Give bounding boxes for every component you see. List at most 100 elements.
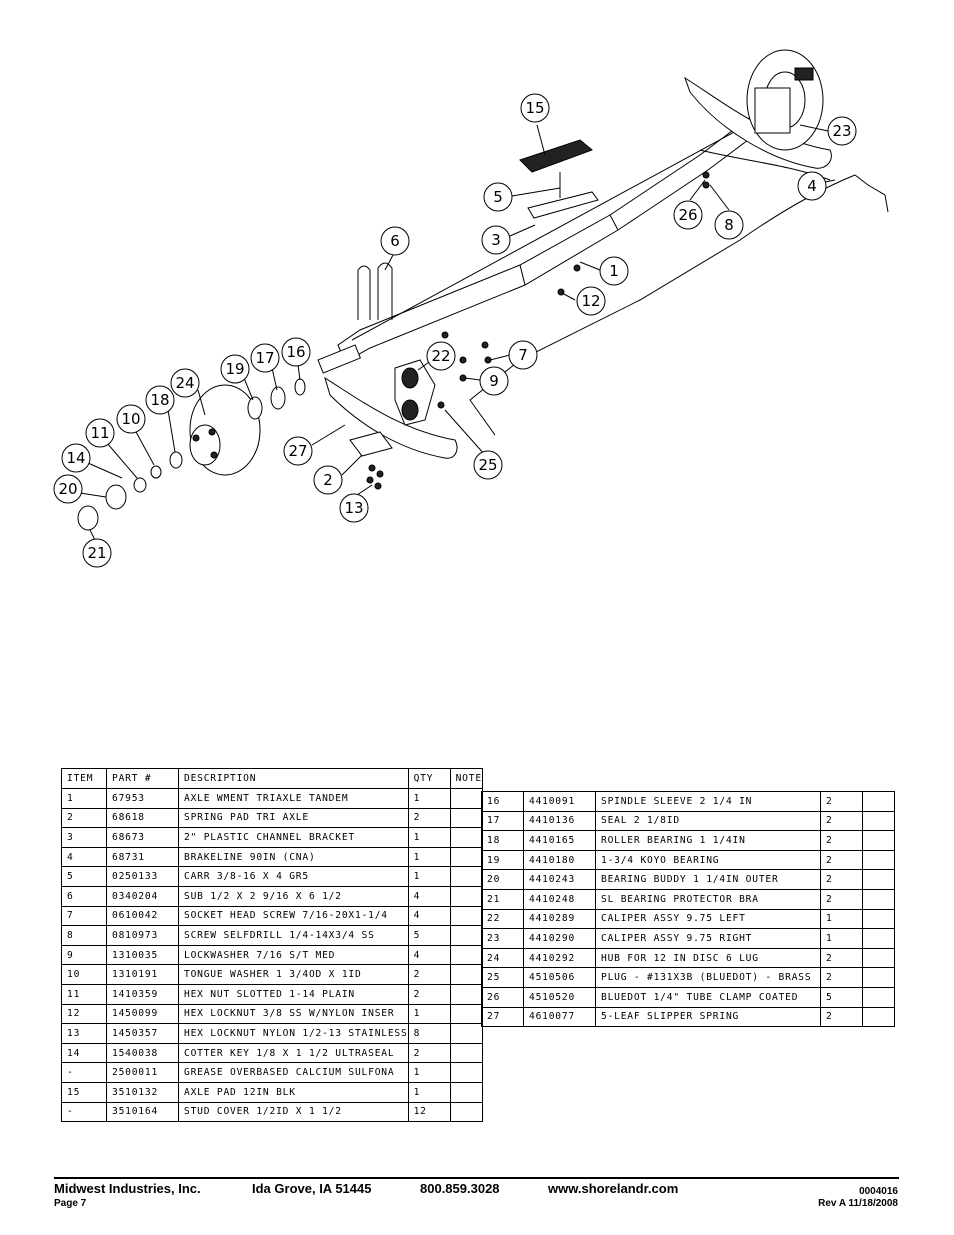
seal-17	[270, 386, 286, 410]
cell-qty: 5	[820, 986, 863, 1008]
callout-11: 11	[85, 418, 115, 448]
callout-14: 14	[61, 443, 91, 473]
svg-text:27: 27	[288, 442, 307, 460]
cell-item: 18	[481, 830, 524, 851]
cell-note	[862, 947, 895, 969]
svg-text:19: 19	[225, 360, 244, 378]
callout-2: 2	[313, 465, 343, 495]
svg-text:9: 9	[489, 372, 499, 390]
small-hardware	[366, 171, 710, 490]
svg-text:3: 3	[491, 231, 501, 249]
cell-note	[449, 944, 483, 966]
u-bolts	[357, 262, 393, 320]
cell-part-number: 1310035	[106, 944, 179, 966]
cell-description: SEAL 2 1/8ID	[595, 810, 821, 832]
cell-qty: 2	[820, 830, 863, 851]
svg-text:18: 18	[150, 391, 169, 409]
cell-part-number: 4410180	[523, 849, 596, 871]
svg-text:1: 1	[609, 262, 619, 280]
cell-part-number: 4410136	[523, 810, 596, 832]
cell-note	[862, 849, 895, 871]
cell-qty: 2	[820, 947, 863, 969]
page-number: Page 7	[54, 1198, 87, 1209]
cell-part-number: 67953	[106, 788, 179, 809]
cell-qty: 1	[820, 928, 863, 949]
cell-description: COTTER KEY 1/8 X 1 1/2 ULTRASEAL	[178, 1042, 409, 1064]
cell-qty: 1	[407, 827, 451, 848]
cell-part-number: 4610077	[523, 1006, 596, 1028]
svg-text:8: 8	[724, 216, 734, 234]
cell-part-number: 1450357	[106, 1023, 179, 1044]
cell-part-number: 4510506	[523, 967, 596, 988]
cell-description: AXLE PAD 12IN BLK	[178, 1081, 409, 1103]
cell-qty: 5	[407, 925, 451, 946]
cell-qty: 2	[820, 869, 863, 890]
cell-description: CALIPER ASSY 9.75 LEFT	[595, 908, 821, 930]
cell-note	[449, 1003, 483, 1025]
callout-12: 12	[576, 286, 606, 316]
cell-qty: 12	[407, 1101, 451, 1123]
callout-22: 22	[426, 341, 456, 371]
callout-15: 15	[520, 93, 550, 123]
cell-part-number: 68618	[106, 807, 179, 829]
cell-qty: 1	[407, 788, 451, 809]
hub-rotor	[189, 384, 261, 476]
cell-note	[449, 925, 483, 946]
cell-note	[449, 846, 483, 868]
cell-description: HUB FOR 12 IN DISC 6 LUG	[595, 947, 821, 969]
svg-text:2: 2	[323, 471, 333, 489]
svg-text:14: 14	[66, 449, 85, 467]
cell-part-number: 68731	[106, 846, 179, 868]
svg-text:24: 24	[175, 374, 194, 392]
svg-text:4: 4	[807, 177, 817, 195]
cell-note	[449, 807, 483, 829]
callout-21: 21	[82, 538, 112, 568]
cell-note	[449, 1042, 483, 1064]
left-leaf-spring	[324, 376, 458, 459]
cell-description: 1-3/4 KOYO BEARING	[595, 849, 821, 871]
cell-note	[449, 885, 483, 907]
cell-item: 2	[61, 807, 107, 829]
callout-3: 3	[481, 225, 511, 255]
header-description: DESCRIPTION	[178, 768, 409, 789]
callout-7: 7	[508, 340, 538, 370]
svg-text:6: 6	[390, 232, 400, 250]
right-caliper-rotor	[746, 49, 824, 151]
footer-divider	[54, 1177, 899, 1179]
cell-item: 19	[481, 849, 524, 871]
cell-item: 21	[481, 888, 524, 910]
cell-qty: 2	[820, 1006, 863, 1028]
washer-10	[150, 465, 162, 479]
svg-text:11: 11	[90, 424, 109, 442]
cell-item: -	[61, 1062, 107, 1083]
callout-6: 6	[380, 226, 410, 256]
cell-part-number: 4410165	[523, 830, 596, 851]
cell-description: 5-LEAF SLIPPER SPRING	[595, 1006, 821, 1028]
callout-5: 5	[483, 182, 513, 212]
cell-part-number: 1540038	[106, 1042, 179, 1064]
cell-description: BLUEDOT 1/4" TUBE CLAMP COATED	[595, 986, 821, 1008]
cell-note	[862, 791, 895, 812]
cell-note	[449, 827, 483, 848]
cell-item: 22	[481, 908, 524, 930]
svg-text:7: 7	[518, 346, 528, 364]
cell-note	[862, 830, 895, 851]
header-item: ITEM	[61, 768, 107, 789]
callout-8: 8	[714, 210, 744, 240]
cell-part-number: 4410248	[523, 888, 596, 910]
cell-part-number: 3510132	[106, 1081, 179, 1103]
svg-text:13: 13	[344, 499, 363, 517]
